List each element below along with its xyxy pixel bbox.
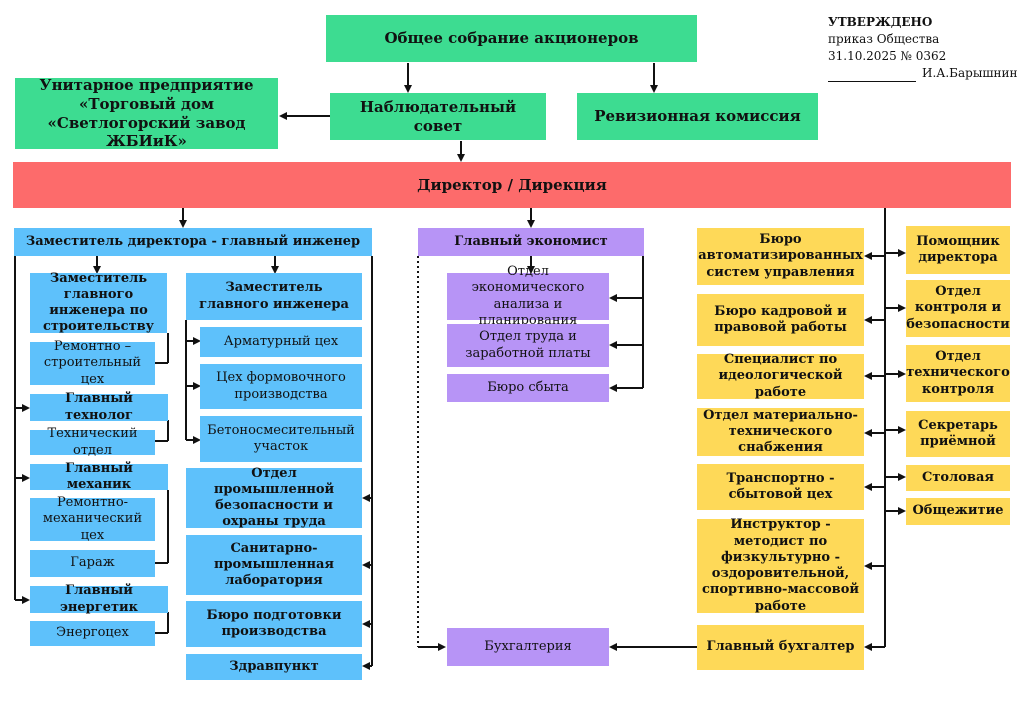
technical-control-department-box: Отдел технического контроля	[906, 345, 1010, 402]
approval-date: 31.10.2025 № 0362	[828, 49, 947, 63]
fitness-instructor-box: Инструктор - методист по физкультурно - …	[697, 517, 864, 614]
concrete-mixing-site-box: Бетоносмесительный участок	[200, 416, 362, 462]
director-assistant-box: Помощник директора	[906, 226, 1010, 274]
garage-box: Гараж	[30, 550, 155, 577]
industrial-safety-department-box: Отдел промышленной безопасности и охраны…	[186, 466, 362, 529]
transport-sales-shop-box: Транспортно - сбытовой цех	[697, 464, 864, 510]
deputy-chief-engineer-box: Заместитель директора - главный инженер	[14, 228, 372, 256]
unitary-enterprise-box: Унитарное предприятие «Торговый дом «Све…	[15, 76, 278, 150]
hr-legal-bureau-box: Бюро кадровой и правовой работы	[697, 294, 864, 346]
shareholders-meeting-box: Общее собрание акционеров	[326, 15, 697, 62]
approval-signature: И.А.Барышнин	[828, 65, 1018, 82]
sanitary-lab-box: Санитарно-промышленная лаборатория	[186, 535, 362, 595]
director-box: Директор / Дирекция	[13, 162, 1011, 208]
chief-mechanic-box: Главный механик	[30, 461, 168, 492]
repair-construction-shop-box: Ремонтно – строительный цех	[30, 339, 155, 387]
deputy-chief-engineer-2-box: Заместитель главного инженера	[186, 273, 362, 320]
labor-pay-department-box: Отдел труда и заработной платы	[447, 324, 609, 367]
approval-stamp: УТВЕРЖДЕНО приказ Общества 31.10.2025 № …	[828, 14, 1018, 82]
approval-title: УТВЕРЖДЕНО	[828, 15, 933, 29]
deputy-construction-box: Заместитель главного инженера по строите…	[30, 271, 167, 334]
supervisory-board-box: Наблюдательный совет	[330, 93, 546, 140]
canteen-box: Столовая	[906, 465, 1010, 491]
signature-line	[828, 69, 916, 82]
chief-accountant-box: Главный бухгалтер	[697, 625, 864, 670]
molding-shop-box: Цех формовочного производства	[200, 364, 362, 409]
economic-analysis-department-box: Отдел экономического анализа и планирова…	[447, 264, 609, 328]
automation-bureau-box: Бюро автоматизированных систем управлени…	[697, 228, 864, 285]
chief-economist-box: Главный экономист	[418, 228, 644, 256]
repair-mechanical-shop-box: Ремонтно-механический цех	[30, 495, 155, 543]
health-post-box: Здравпункт	[186, 654, 362, 680]
approval-order: приказ Общества	[828, 32, 940, 46]
control-security-department-box: Отдел контроля и безопасности	[906, 280, 1010, 337]
chief-power-engineer-box: Главный энергетик	[30, 583, 168, 615]
dormitory-box: Общежитие	[906, 498, 1010, 525]
accounting-box: Бухгалтерия	[447, 628, 609, 666]
reception-secretary-box: Секретарь приёмной	[906, 411, 1010, 457]
rebar-shop-box: Арматурный цех	[200, 327, 362, 357]
ideology-specialist-box: Специалист по идеологической работе	[697, 352, 864, 400]
approval-signer: И.А.Барышнин	[922, 66, 1018, 80]
supply-department-box: Отдел материально-технического снабжения	[697, 408, 864, 456]
energy-shop-box: Энергоцех	[30, 621, 155, 646]
sales-bureau-box: Бюро сбыта	[447, 374, 609, 402]
technical-department-box: Технический отдел	[30, 426, 155, 458]
production-prep-bureau-box: Бюро подготовки производства	[186, 601, 362, 647]
audit-commission-box: Ревизионная комиссия	[577, 93, 818, 140]
chief-technologist-box: Главный технолог	[30, 391, 168, 423]
